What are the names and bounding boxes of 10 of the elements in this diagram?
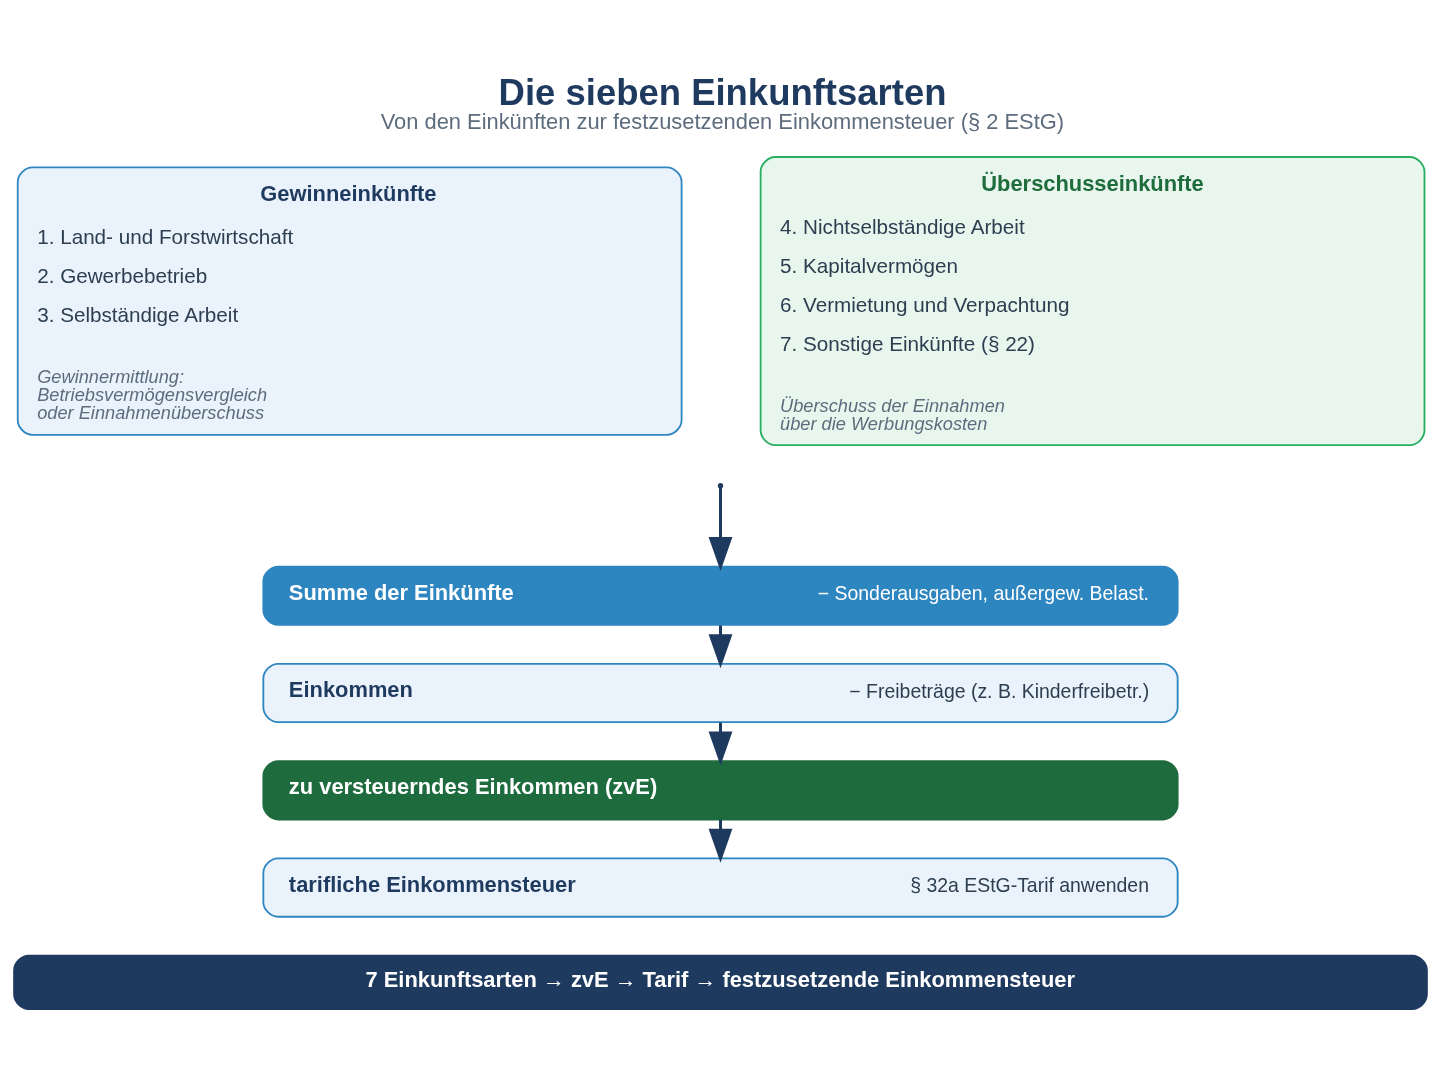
node-box: 7 Einkunftsarten → zvE → Tarif → festzusetzende Einkommensteuer: [12, 954, 1428, 1010]
node-box: zu versteuerndes Einkommen (zvE): [261, 759, 1179, 820]
arrow: [708, 487, 732, 571]
arrow: [708, 624, 732, 668]
node-box: Gewinneinkünfte 1. Land- und Forstwirtschaft 2. Gewerbebetrieb 3. Selbständige Arbeit Gewinnermittlung: Betriebsvermögensvergleich oder Einnahmenüberschuss: [16, 165, 682, 436]
arrow: [708, 819, 732, 863]
node-box: Einkommen − Freibeträge (z. B. Kinderfreibetr.): [261, 662, 1179, 723]
node-box: tarifliche Einkommensteuer § 32a EStG-Tarif anwenden: [261, 856, 1179, 918]
node-box: Überschusseinkünfte 4. Nichtselbständige Arbeit 5. Kapitalvermögen 6. Vermietung und Verpachtung 7. Sonstige Einkünfte (§ 22) Überschuss der Einnahmen über die Werbungskosten: [759, 155, 1425, 446]
node-box: Summe der Einkünfte − Sonderausgaben, außergew. Belast.: [261, 565, 1179, 626]
